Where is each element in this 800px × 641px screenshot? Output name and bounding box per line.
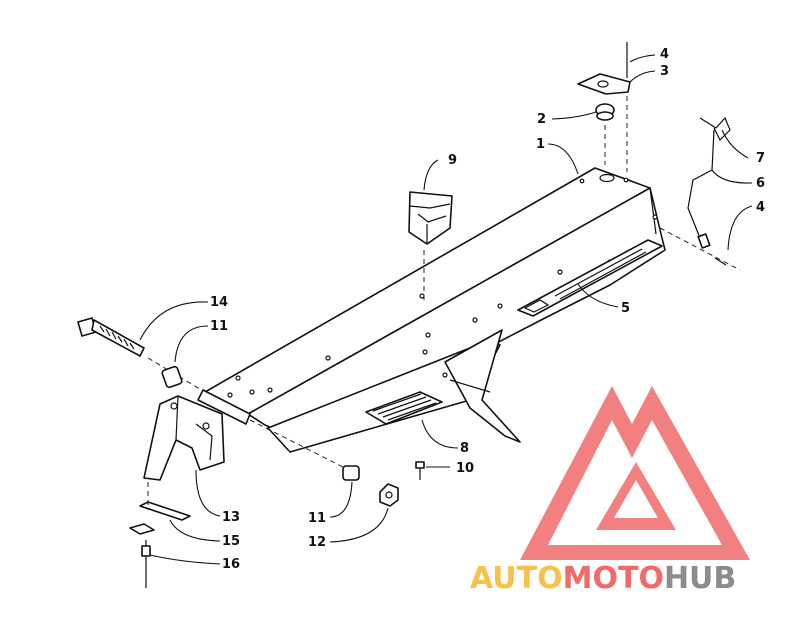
axle-tube <box>197 389 251 425</box>
part-13-bracket <box>143 395 225 481</box>
callout-3: 3 <box>660 64 669 79</box>
part-15-strap <box>129 501 191 535</box>
watermark-auto: AUTO <box>470 561 563 596</box>
axis-4-right <box>659 227 741 271</box>
part-8-decal <box>365 391 443 425</box>
part-16-rivet <box>141 540 151 588</box>
axis-14 <box>147 357 206 393</box>
callout-8: 8 <box>460 441 469 456</box>
logo-outer-triangle <box>520 386 750 560</box>
watermark-logo-icon <box>520 386 750 560</box>
callout-10: 10 <box>456 461 474 476</box>
part-4-screw-right <box>714 257 727 266</box>
callout-13: 13 <box>222 510 240 525</box>
callout-4-right: 4 <box>756 200 765 215</box>
callout-14: 14 <box>210 295 228 310</box>
part-6-7-cable <box>687 116 731 249</box>
callout-16: 16 <box>222 557 240 572</box>
callout-4-top: 4 <box>660 47 669 62</box>
callout-1: 1 <box>536 137 545 152</box>
callout-2: 2 <box>537 112 546 127</box>
logo-inner-triangle <box>596 462 676 530</box>
part-5-label-strip <box>517 239 663 317</box>
callout-7: 7 <box>756 151 765 166</box>
callout-11-right: 11 <box>308 511 326 526</box>
part-11-bushing-right <box>342 465 360 481</box>
leader-lines <box>139 54 753 565</box>
callout-6: 6 <box>756 176 765 191</box>
part-12-nut <box>379 483 399 507</box>
callout-11-left: 11 <box>210 319 228 334</box>
part-2-grommet <box>595 103 615 121</box>
part-14-bolt <box>77 317 145 357</box>
part-10-rivet <box>415 461 425 480</box>
part-1-tunnel-plate <box>204 167 666 453</box>
callout-12: 12 <box>308 535 326 550</box>
part-3-plate <box>577 73 631 95</box>
callout-15: 15 <box>222 534 240 549</box>
watermark-text: AUTOMOTOHUB <box>470 561 736 596</box>
part-9-clip-bracket <box>408 191 453 245</box>
part-11-bushing-left <box>161 365 183 389</box>
watermark-moto: MOTO <box>563 561 664 596</box>
callout-9: 9 <box>448 153 457 168</box>
watermark-hub: HUB <box>664 561 736 596</box>
callout-5: 5 <box>621 301 630 316</box>
